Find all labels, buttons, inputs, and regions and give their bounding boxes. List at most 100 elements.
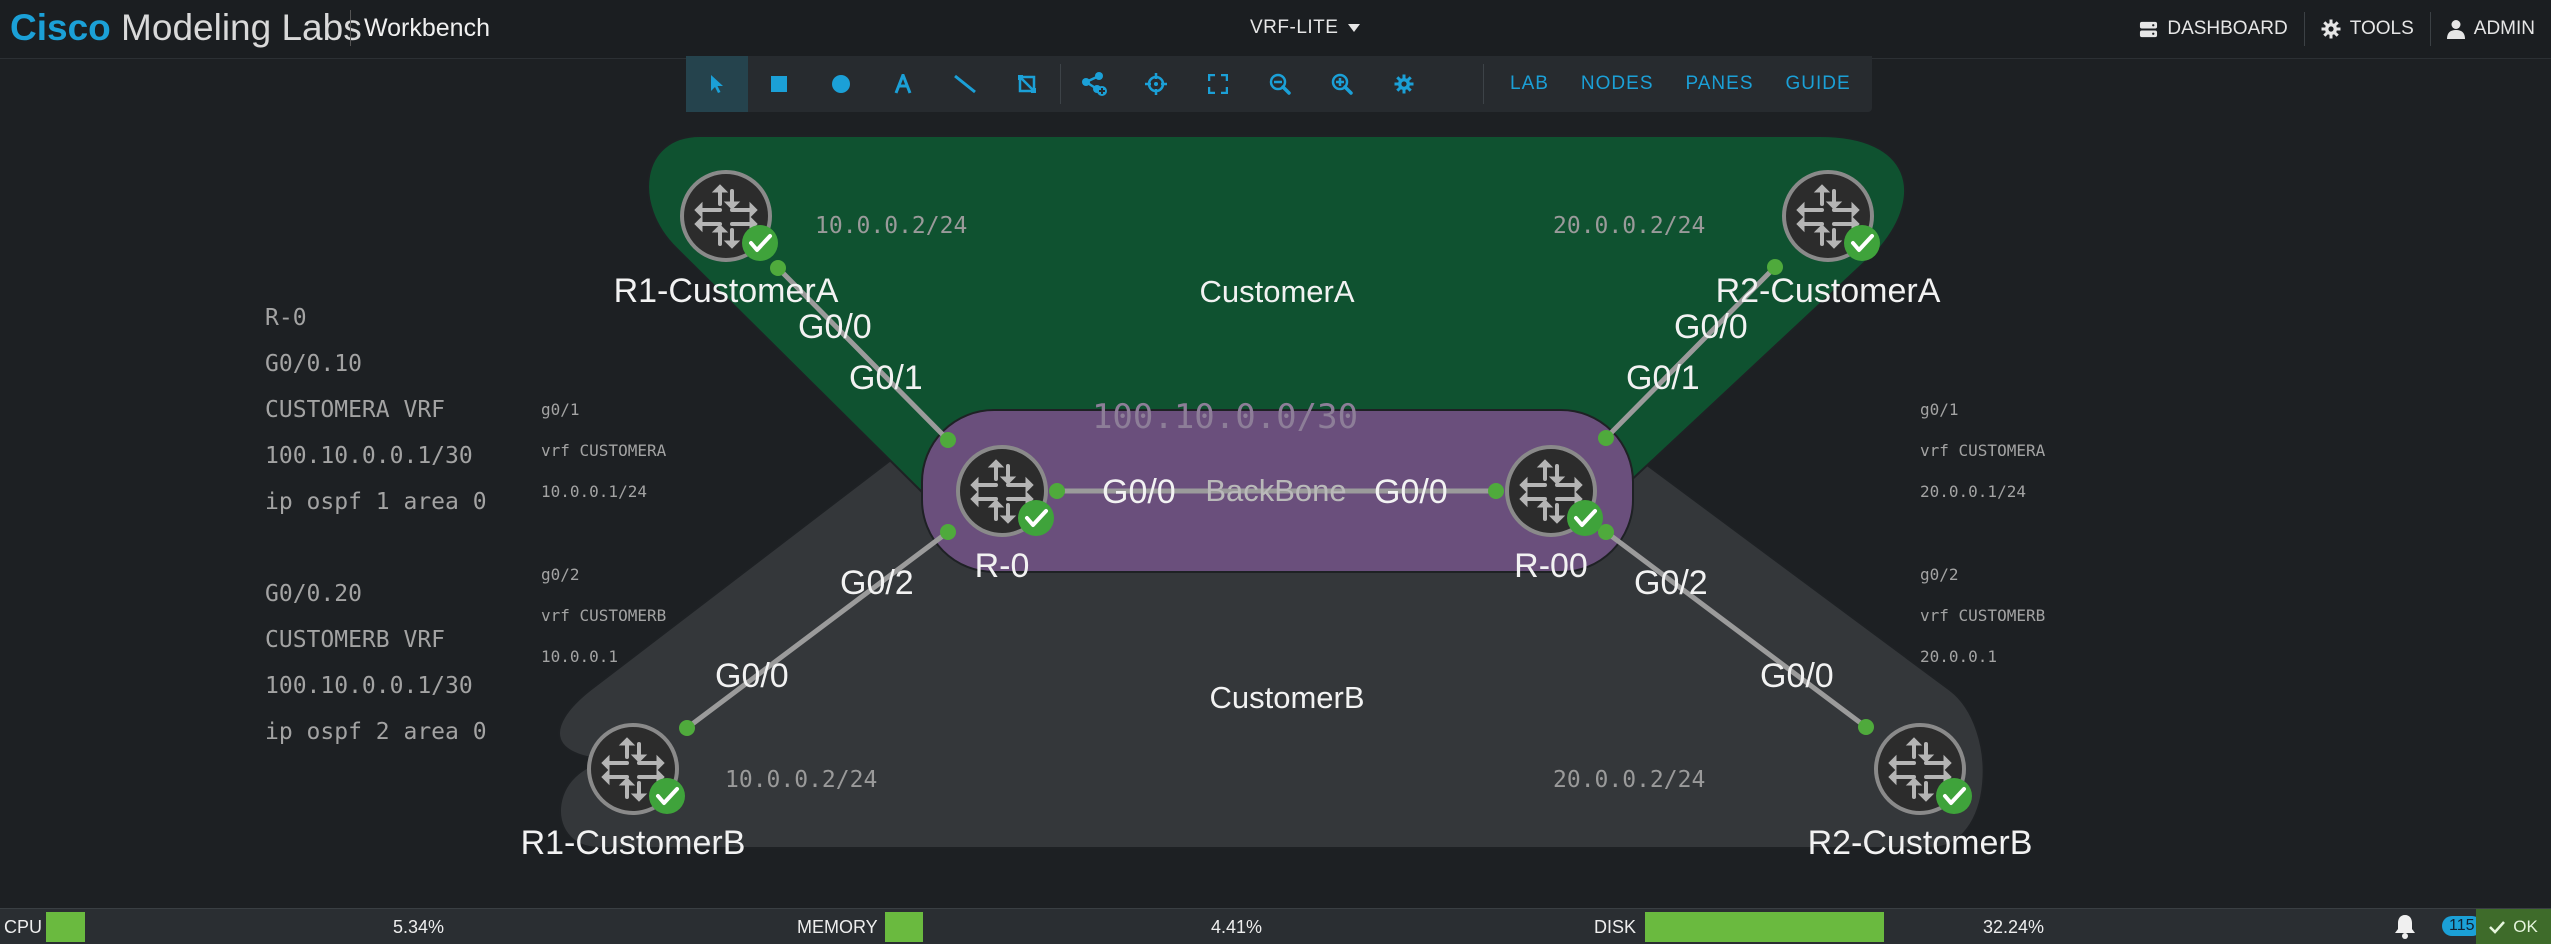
- center-view-button[interactable]: [1125, 56, 1187, 112]
- annotation-text[interactable]: CUSTOMERB VRF: [265, 627, 446, 653]
- group-backbone-label: BackBone: [1205, 473, 1346, 508]
- annotation-text[interactable]: CUSTOMERA VRF: [265, 397, 446, 423]
- address-label: 10.0.0.2/24: [815, 213, 967, 239]
- annotation-text[interactable]: g0/1: [1920, 400, 1959, 419]
- annotation-text[interactable]: vrf CUSTOMERA: [541, 441, 667, 460]
- annotation-text[interactable]: 10.0.0.1/24: [541, 482, 647, 501]
- link-r1a-r0[interactable]: [775, 265, 951, 443]
- group-customer-b[interactable]: [558, 429, 1985, 849]
- user-icon: [2446, 20, 2465, 39]
- port-dot: [1858, 719, 1874, 735]
- dashboard-label: DASHBOARD: [2167, 18, 2288, 39]
- admin-button[interactable]: ADMIN: [2429, 12, 2551, 46]
- health-label: OK: [2513, 916, 2538, 936]
- text-tool-button[interactable]: [872, 56, 934, 112]
- link-r0-r1b[interactable]: [684, 529, 951, 731]
- annotation-text[interactable]: 20.0.0.1: [1920, 647, 1998, 666]
- annotation-text[interactable]: 100.10.0.0.1/30: [265, 673, 473, 699]
- pointer-icon: [711, 75, 723, 93]
- annotation-text[interactable]: 10.0.0.1: [541, 647, 619, 666]
- app-logo[interactable]: Cisco Modeling Labs: [10, 6, 362, 50]
- dashboard-button[interactable]: DASHBOARD: [2123, 12, 2303, 46]
- lab-menu-button[interactable]: LAB: [1510, 73, 1549, 94]
- brand-product: Modeling Labs: [121, 7, 362, 48]
- node-label: R1-CustomerA: [614, 272, 839, 310]
- select-tool-button[interactable]: [686, 56, 748, 112]
- port-dot: [1598, 524, 1614, 540]
- annotation-text[interactable]: g0/2: [541, 565, 580, 584]
- ellipse-tool-button[interactable]: [810, 56, 872, 112]
- annotation-text[interactable]: 100.10.0.0.1/30: [265, 443, 473, 469]
- node-r-0[interactable]: R-0: [956, 445, 1056, 585]
- annotation-text[interactable]: vrf CUSTOMERA: [1920, 441, 2046, 460]
- node-r1-customerb[interactable]: R1-CustomerB: [521, 723, 746, 862]
- node-r1-customera[interactable]: R1-CustomerA: [614, 170, 839, 310]
- canvas-settings-button[interactable]: [1373, 56, 1435, 112]
- tools-button[interactable]: TOOLS: [2303, 12, 2430, 46]
- toolbar-divider: [1060, 64, 1061, 104]
- annotation-text[interactable]: ip ospf 2 area 0: [265, 719, 487, 745]
- add-node-icon: [1082, 72, 1107, 96]
- annotation-text[interactable]: ip ospf 1 area 0: [265, 489, 487, 515]
- link-r00-r2b[interactable]: [1603, 529, 1869, 730]
- annotation-text[interactable]: vrf CUSTOMERB: [541, 606, 667, 625]
- iface-label: G0/2: [840, 564, 914, 602]
- iface-label: G0/0: [715, 657, 789, 695]
- iface-label: G0/0: [1674, 308, 1748, 346]
- zoom-out-button[interactable]: [1249, 56, 1311, 112]
- memory-usage-bar: [885, 912, 923, 942]
- server-icon: [2140, 21, 2158, 37]
- running-check-icon: [1934, 776, 1974, 816]
- group-customer-b-label: CustomerB: [1209, 680, 1364, 715]
- node-label: R2-CustomerA: [1716, 272, 1941, 310]
- annotation-text[interactable]: g0/1: [541, 400, 580, 419]
- polygon-tool-button[interactable]: [996, 56, 1058, 112]
- group-customer-a[interactable]: [647, 135, 1906, 501]
- crosshairs-icon: [1145, 73, 1167, 95]
- port-dot: [940, 524, 956, 540]
- annotation-text[interactable]: 20.0.0.1/24: [1920, 482, 2026, 501]
- cpu-meter[interactable]: CPU 5.34%: [0, 909, 793, 944]
- lab-selector[interactable]: VRF-LITE: [1250, 17, 1361, 39]
- memory-meter[interactable]: MEMORY 4.41%: [793, 909, 1590, 944]
- cpu-value: 5.34%: [393, 917, 445, 937]
- zoom-out-icon: [1269, 73, 1291, 95]
- fit-view-button[interactable]: [1187, 56, 1249, 112]
- node-r-00[interactable]: R-00: [1505, 445, 1605, 585]
- toolbar-divider: [1483, 64, 1484, 104]
- node-r2-customera[interactable]: R2-CustomerA: [1716, 170, 1941, 310]
- annotation-text[interactable]: g0/2: [1920, 565, 1959, 584]
- line-tool-button[interactable]: [934, 56, 996, 112]
- system-health-status[interactable]: OK: [2476, 909, 2551, 944]
- annotation-text[interactable]: G0/0.10: [265, 351, 362, 377]
- guide-menu-button[interactable]: GUIDE: [1785, 73, 1851, 94]
- iface-label: G0/2: [1634, 564, 1708, 602]
- bell-icon[interactable]: [2393, 913, 2417, 939]
- iface-label: G0/0: [1374, 473, 1448, 511]
- annotation-text[interactable]: vrf CUSTOMERB: [1920, 606, 2046, 625]
- address-label: 20.0.0.2/24: [1553, 213, 1705, 239]
- notification-count-badge[interactable]: 115: [2442, 916, 2482, 936]
- rectangle-tool-button[interactable]: [748, 56, 810, 112]
- node-label: R-00: [1514, 547, 1588, 585]
- panes-menu-button[interactable]: PANES: [1685, 73, 1754, 94]
- disk-meter[interactable]: DISK 32.24%: [1590, 909, 2390, 944]
- node-label: R2-CustomerB: [1808, 824, 2033, 862]
- status-bar: CPU 5.34% MEMORY 4.41% DISK 32.24% 115 O…: [0, 908, 2551, 944]
- nodes-menu-button[interactable]: NODES: [1580, 73, 1654, 94]
- address-label: 10.0.0.2/24: [725, 767, 877, 793]
- port-dot: [940, 432, 956, 448]
- zoom-in-button[interactable]: [1311, 56, 1373, 112]
- zoom-in-icon: [1331, 73, 1353, 95]
- link-r2a-r00[interactable]: [1603, 264, 1778, 441]
- node-r2-customerb[interactable]: R2-CustomerB: [1808, 723, 2033, 862]
- annotation-text[interactable]: G0/0.20: [265, 581, 362, 607]
- add-node-button[interactable]: [1063, 56, 1125, 112]
- port-dot: [1767, 259, 1783, 275]
- backbone-subnet-label: 100.10.0.0/30: [1092, 397, 1358, 437]
- top-nav: DASHBOARD TOOLS ADMIN: [2123, 0, 2551, 58]
- tools-label: TOOLS: [2349, 18, 2414, 39]
- memory-label: MEMORY: [797, 917, 878, 937]
- annotation-text[interactable]: R-0: [265, 305, 307, 331]
